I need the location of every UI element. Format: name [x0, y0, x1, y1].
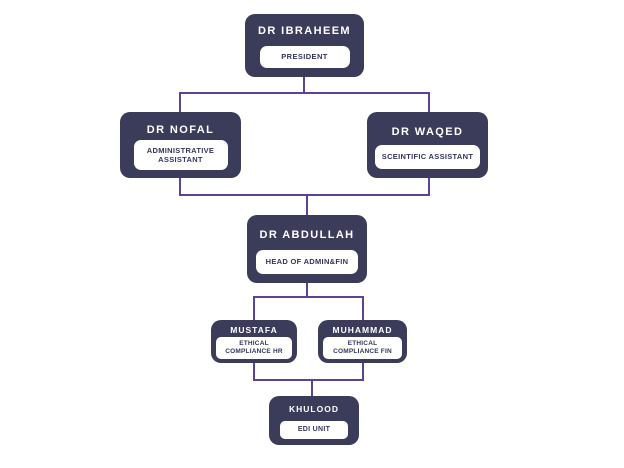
connector-waqed-down	[428, 178, 430, 196]
org-node-nofal: DR NOFAL ADMINISTRATIVE ASSISTANT	[120, 112, 241, 178]
node-name: DR IBRAHEEM	[257, 25, 351, 37]
node-role-badge: ADMINISTRATIVE ASSISTANT	[133, 140, 228, 170]
org-node-muhammad: MUHAMMAD ETHICAL COMPLIANCE FIN	[318, 320, 407, 363]
connector-level4-rail	[253, 296, 364, 298]
node-name: MUSTAFA	[230, 325, 278, 335]
node-role-badge: ETHICAL COMPLIANCE FIN	[323, 337, 402, 359]
org-node-waqed: DR WAQED SCEINTIFIC ASSISTANT	[367, 112, 488, 178]
connector-to-muhammad	[362, 298, 364, 320]
connector-muhammad-down	[362, 363, 364, 381]
connector-nofal-down	[179, 178, 181, 196]
node-name: DR ABDULLAH	[259, 229, 355, 241]
org-node-ibraheem: DR IBRAHEEM PRESIDENT	[245, 14, 364, 77]
connector-mustafa-down	[253, 363, 255, 381]
node-role-badge: PRESIDENT	[259, 46, 350, 68]
connector-level3-rail	[179, 194, 430, 196]
connector-to-khulood	[311, 381, 313, 396]
node-name: KHULOOD	[289, 404, 339, 414]
node-role-badge: EDI UNIT	[280, 421, 348, 439]
connector-to-mustafa	[253, 298, 255, 320]
connector-ibraheem-down	[303, 77, 305, 93]
node-role-badge: HEAD OF ADMIN&FIN	[256, 250, 358, 274]
connector-to-abdullah	[306, 196, 308, 215]
connector-level2-rail	[179, 92, 430, 94]
connector-abdullah-down	[306, 283, 308, 298]
node-name: MUHAMMAD	[332, 325, 393, 335]
connector-to-nofal	[179, 93, 181, 112]
org-node-khulood: KHULOOD EDI UNIT	[269, 396, 359, 445]
node-role-badge: SCEINTIFIC ASSISTANT	[375, 145, 480, 169]
node-name: DR NOFAL	[146, 124, 215, 136]
connector-level5-rail	[253, 379, 364, 381]
node-name: DR WAQED	[391, 126, 464, 138]
org-node-abdullah: DR ABDULLAH HEAD OF ADMIN&FIN	[247, 215, 367, 283]
node-role-badge: ETHICAL COMPLIANCE HR	[216, 337, 292, 359]
connector-to-waqed	[428, 93, 430, 112]
org-node-mustafa: MUSTAFA ETHICAL COMPLIANCE HR	[211, 320, 297, 363]
